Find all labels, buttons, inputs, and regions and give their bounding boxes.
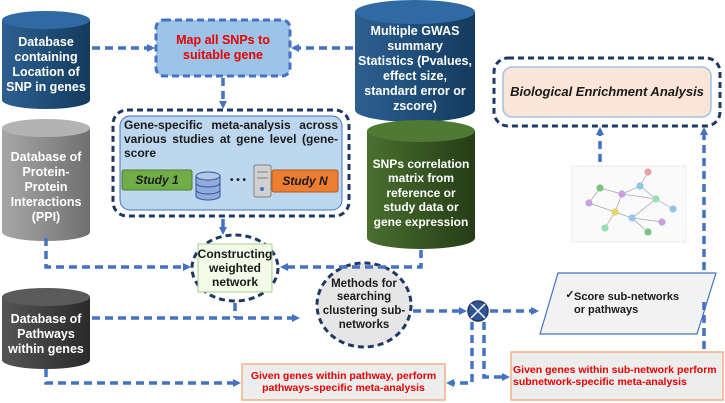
score-subnetworks-label: Score sub-networks or pathways	[574, 291, 680, 316]
gwas-stats-label: Multiple GWAS summary Statistics (Pvalue…	[358, 24, 472, 113]
arrow-ppi-to-network	[44, 238, 191, 271]
cylinder-pathways	[2, 288, 90, 369]
methods-clustering-label: Methods for searching clustering sub-net…	[322, 277, 406, 331]
enrichment-outer-frame	[492, 56, 722, 128]
combine-node-icon	[467, 300, 489, 322]
cylinder-ppi	[2, 119, 90, 241]
db-ppi-label: Database of Protein-Protein Interactions…	[10, 149, 82, 224]
bio-enrichment-label: Biological Enrichment Analysis	[510, 84, 704, 100]
constructing-network-box	[197, 243, 273, 293]
subnetwork-meta-label: Given genes within sub-network perform s…	[513, 363, 717, 388]
arrow-combine-to-pathway-meta	[446, 322, 474, 387]
subnetwork-meta-box	[510, 351, 724, 401]
db-snp-location-label: Database containing Location of SNP in g…	[6, 35, 86, 94]
arrow-pathways-to-pathway-meta	[44, 369, 241, 387]
server-icon	[253, 164, 272, 198]
network-graph-icon	[571, 165, 687, 243]
study-n-label-bg	[271, 169, 339, 193]
arrow-corr-to-network	[280, 250, 423, 271]
map-snps-label: Map all SNPs to suitable gene	[176, 33, 270, 62]
map-snps-box	[154, 18, 292, 78]
methods-clustering-circle	[315, 261, 413, 349]
cylinder-gwas	[355, 0, 475, 122]
database-icon	[195, 171, 221, 201]
study-1-label-bg	[121, 169, 193, 191]
flow-arrows	[44, 44, 708, 387]
cylinder-snp-correlation	[367, 120, 475, 249]
enrichment-box	[502, 66, 712, 118]
study-n-label: Study N	[282, 173, 328, 188]
checkmark-icon: ✓	[565, 288, 575, 301]
snp-correlation-label: SNPs correlation matrix from reference o…	[372, 157, 470, 229]
gene-meta-outer-frame	[111, 108, 351, 218]
constructing-network-label: Constructing weighted network	[197, 246, 273, 290]
arrow-combine-to-subnetwork-meta	[482, 322, 510, 381]
cylinder-snp-location	[2, 11, 90, 109]
pathway-meta-label: Given genes within pathway, perform path…	[250, 369, 437, 394]
score-subnetworks-shape	[539, 272, 717, 335]
gene-meta-label: Gene-specific meta-analysis across vario…	[124, 118, 338, 161]
pathway-meta-box	[241, 363, 446, 401]
db-pathways-label: Database of Pathways within genes	[8, 311, 84, 356]
ellipsis-label: • • •	[229, 175, 247, 187]
study-1-label: Study 1	[135, 172, 179, 187]
